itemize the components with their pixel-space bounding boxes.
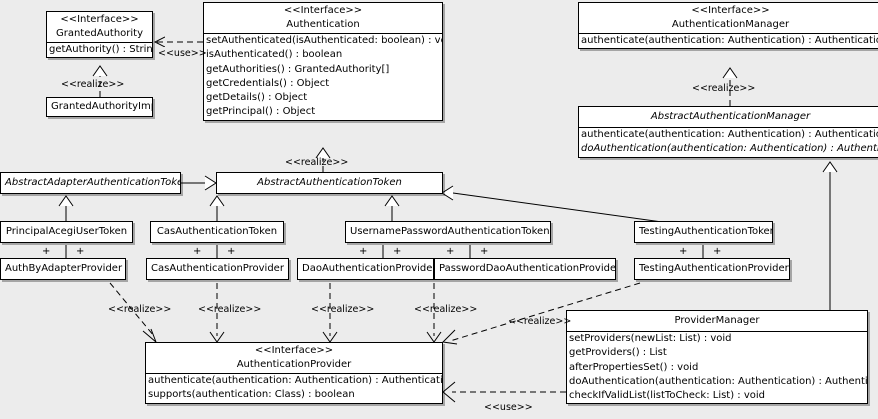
granted-authority-operations: getAuthority() : String <box>47 43 152 57</box>
authentication-manager-stereotype: <<Interface>> <box>691 5 770 16</box>
assoc-plus-testing-token: + <box>679 246 688 257</box>
class-authentication-manager[interactable]: <<Interface>> AuthenticationManager auth… <box>578 2 878 50</box>
class-cas-authentication-provider[interactable]: CasAuthenticationProvider <box>146 258 289 280</box>
abstract-authentication-token-name: AbstractAuthenticationToken <box>257 177 402 188</box>
abstract-authentication-manager-operations: authenticate(authentication: Authenticat… <box>579 128 878 157</box>
class-testing-authentication-provider[interactable]: TestingAuthenticationProvider <box>634 258 790 280</box>
operation: getDetails() : Object <box>206 92 308 104</box>
operation: doAuthentication(authentication: Authent… <box>569 375 867 387</box>
provider-manager-operations: setProviders(newList: List) : void getPr… <box>567 332 867 403</box>
operation: checkIfValidList(listToCheck: List) : vo… <box>569 390 766 402</box>
assoc-plus-testing-provider: + <box>713 246 722 257</box>
class-abstract-authentication-manager[interactable]: AbstractAuthenticationManager authentica… <box>578 106 878 158</box>
dao-authentication-provider-name: DaoAuthenticationProvider <box>302 263 433 274</box>
operation: setAuthenticated(isAuthenticated: boolea… <box>206 35 442 46</box>
abstract-authentication-manager-name: AbstractAuthenticationManager <box>650 111 811 122</box>
edge-testingauthenticationtoken-extends-abstractauthenticationtoken <box>441 185 663 223</box>
granted-authority-impl-name: GrantedAuthorityImpl <box>51 101 152 112</box>
class-abstract-authentication-token[interactable]: AbstractAuthenticationToken <box>216 172 443 194</box>
operation: isAuthenticated() : boolean <box>206 49 343 61</box>
class-provider-manager[interactable]: ProviderManager setProviders(newList: Li… <box>566 310 868 405</box>
testing-authentication-token-name: TestingAuthenticationToken <box>639 226 772 237</box>
edge-label-use-provider-manager: <<use>> <box>484 402 533 413</box>
authentication-name: Authentication <box>286 19 360 30</box>
edge-label-realize-cas-provider: <<realize>> <box>198 304 262 315</box>
provider-manager-name: ProviderManager <box>674 315 760 326</box>
authentication-stereotype: <<Interface>> <box>283 5 363 16</box>
edge-label-realize-authentication: <<realize>> <box>285 157 349 168</box>
cas-authentication-token-name: CasAuthenticationToken <box>156 226 278 237</box>
assoc-plus-dao-provider: + <box>393 246 402 257</box>
edge-label-realize-auth-by-adapter: <<realize>> <box>108 304 172 315</box>
edge-label-realize-password-dao-provider: <<realize>> <box>414 304 478 315</box>
edge-abstractadaptertoken-extends-abstractauthenticationtoken <box>181 175 217 191</box>
edge-usernamepasswordtoken-extends-abstractauthenticationtoken <box>384 195 400 221</box>
class-auth-by-adapter-provider[interactable]: AuthByAdapterProvider <box>0 258 126 280</box>
class-password-dao-authentication-provider[interactable]: PasswordDaoAuthenticationProvider <box>434 258 616 280</box>
class-authentication-provider[interactable]: <<Interface>> AuthenticationProvider aut… <box>145 342 443 404</box>
abstract-authentication-manager-divider <box>579 127 878 128</box>
class-granted-authority[interactable]: <<Interface>> GrantedAuthority getAuthor… <box>46 11 153 59</box>
assoc-plus-auth-by-adapter: + <box>76 246 85 257</box>
class-principal-acegi-user-token[interactable]: PrincipalAcegiUserToken <box>0 221 133 243</box>
operation: getCredentials() : Object <box>206 77 330 89</box>
class-granted-authority-impl[interactable]: GrantedAuthorityImpl <box>46 97 153 117</box>
assoc-plus-username-token-dao: + <box>359 246 368 257</box>
granted-authority-stereotype: <<Interface>> <box>60 14 139 25</box>
class-testing-authentication-token[interactable]: TestingAuthenticationToken <box>634 221 773 243</box>
assoc-plus-cas-token: + <box>193 246 202 257</box>
edge-label-realize-testing-provider: <<realize>> <box>508 316 572 327</box>
operation: afterPropertiesSet() : void <box>569 361 699 373</box>
operation: authenticate(authentication: Authenticat… <box>148 375 442 386</box>
edge-providermanager-extends-abstractauthenticationmanager <box>822 161 838 310</box>
testing-authentication-provider-name: TestingAuthenticationProvider <box>639 263 789 274</box>
authentication-provider-stereotype: <<Interface>> <box>254 345 334 356</box>
cas-authentication-provider-name: CasAuthenticationProvider <box>151 263 284 274</box>
operation: getPrincipal() : Object <box>206 106 316 118</box>
edge-principalacegiusertoken-extends-abstractadaptertoken <box>58 195 74 221</box>
assoc-plus-cas-provider: + <box>227 246 236 257</box>
operation: supports(authentication: Class) : boolea… <box>148 389 355 401</box>
edge-label-realize-dao-provider: <<realize>> <box>311 304 375 315</box>
auth-by-adapter-provider-name: AuthByAdapterProvider <box>5 263 123 274</box>
granted-authority-divider <box>47 42 152 43</box>
edge-casauthenticationtoken-extends-abstractauthenticationtoken <box>209 195 225 221</box>
authentication-operations: setAuthenticated(isAuthenticated: boolea… <box>204 34 442 120</box>
operation: doAuthentication(authentication: Authent… <box>581 143 878 155</box>
class-dao-authentication-provider[interactable]: DaoAuthenticationProvider <box>297 258 434 280</box>
authentication-manager-name: AuthenticationManager <box>671 19 790 30</box>
username-password-authentication-token-name: UsernamePasswordAuthenticationToken <box>350 226 550 237</box>
assoc-plus-username-token-passworddao: + <box>446 246 455 257</box>
principal-acegi-user-token-name: PrincipalAcegiUserToken <box>5 226 128 237</box>
class-authentication[interactable]: <<Interface>> Authentication setAuthenti… <box>203 2 443 121</box>
edge-label-realize-granted-authority-impl: <<realize>> <box>61 79 125 90</box>
authentication-divider <box>204 33 442 34</box>
operation: authenticate(authentication: Authenticat… <box>581 129 878 140</box>
operation: setProviders(newList: List) : void <box>569 333 732 344</box>
authentication-manager-operations: authenticate(authentication: Authenticat… <box>579 34 878 48</box>
operation: authenticate(authentication: Authenticat… <box>581 35 878 46</box>
class-cas-authentication-token[interactable]: CasAuthenticationToken <box>150 221 284 243</box>
operation: getProviders() : List <box>569 347 667 359</box>
edge-label-use-granted-authority: <<use>> <box>158 48 207 59</box>
operation: getAuthority() : String <box>49 44 152 55</box>
password-dao-authentication-provider-name: PasswordDaoAuthenticationProvider <box>439 263 615 274</box>
assoc-plus-principal-token: + <box>42 246 51 257</box>
class-username-password-authentication-token[interactable]: UsernamePasswordAuthenticationToken <box>345 221 551 243</box>
edge-label-realize-authentication-manager: <<realize>> <box>692 83 756 94</box>
edge-providermanager-uses-authenticationprovider <box>442 381 566 403</box>
class-abstract-adapter-authentication-token[interactable]: AbstractAdapterAuthenticationToken <box>0 172 181 194</box>
authentication-provider-divider <box>146 373 442 374</box>
authentication-provider-operations: authenticate(authentication: Authenticat… <box>146 374 442 403</box>
assoc-plus-password-dao-provider: + <box>480 246 489 257</box>
provider-manager-divider <box>567 331 867 332</box>
authentication-manager-divider <box>579 33 878 34</box>
operation: getAuthorities() : GrantedAuthority[] <box>206 63 390 75</box>
authentication-provider-name: AuthenticationProvider <box>236 359 352 370</box>
abstract-adapter-authentication-token-name: AbstractAdapterAuthenticationToken <box>5 177 180 188</box>
granted-authority-name: GrantedAuthority <box>55 28 144 39</box>
